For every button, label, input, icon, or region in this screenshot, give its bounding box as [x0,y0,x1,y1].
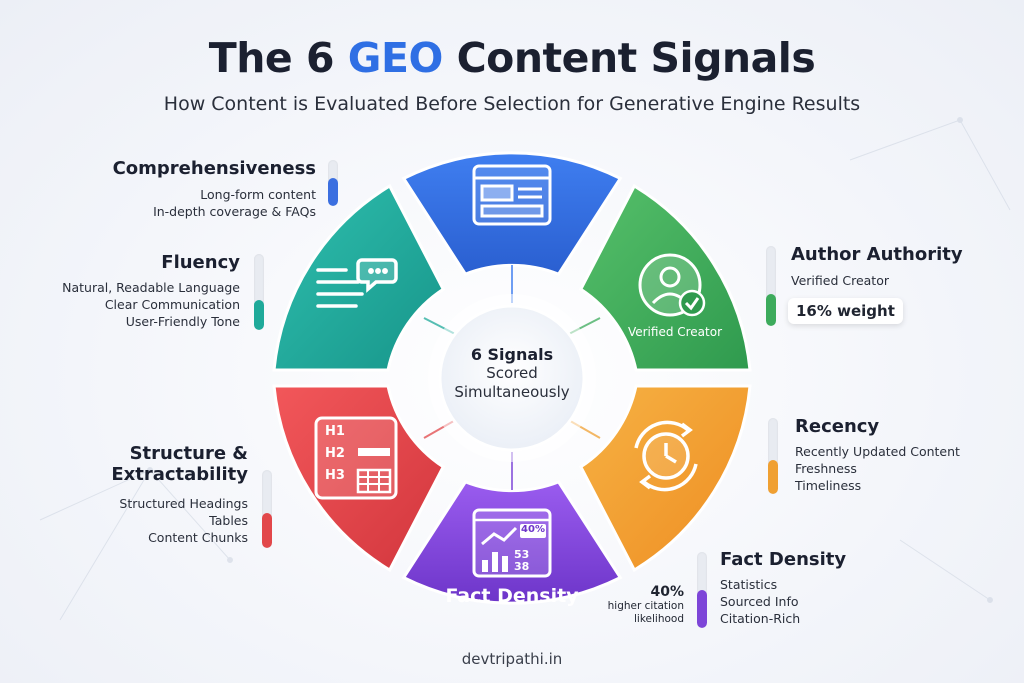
signal-title: Recency [795,416,880,437]
stat-value: 40% [650,584,684,600]
signal-line: Clear Communication [104,297,240,312]
heading-h2-label: H2 [325,446,345,461]
signal-title-line1: Structure & [129,443,248,464]
page-subtitle: How Content is Evaluated Before Selectio… [163,93,861,115]
signal-line: Freshness [795,461,857,476]
signal-line: In-depth coverage & FAQs [153,204,316,219]
comprehensiveness-gauge [328,160,338,206]
signal-title-line2: Extractability [111,464,248,485]
center-hub [438,304,586,452]
heading-h3-label: H3 [325,468,345,483]
fluency-gauge [254,254,264,330]
stats-dashboard-icon [472,508,552,578]
fact-card-value1: 40% [521,524,545,535]
signal-title: Comprehensiveness [112,158,316,179]
stat-line: higher citation [607,600,684,612]
signal-author-authority: Author Authority Verified Creator [791,244,991,289]
heading-h1-label: H1 [325,424,345,439]
fact-card-value2: 53 [514,548,530,561]
fact-density-gauge [697,552,707,628]
signal-recency: Recency Recently Updated Content Freshne… [795,416,995,494]
signal-line: Long-form content [200,187,316,202]
fact-density-stat: 40% higher citation likelihood [592,584,684,626]
signal-line: Statistics [720,577,778,592]
signal-title: Fact Density [720,549,847,570]
segment-author-authority [578,183,752,372]
signal-line: Timeliness [795,478,862,493]
page-title: The 6 GEO Content Signals [208,34,816,82]
verified-user-icon [638,253,706,317]
headings-table-icon [314,416,398,500]
stat-line: likelihood [633,613,684,625]
signal-line: Sourced Info [720,594,799,609]
signal-line: Verified Creator [791,273,889,288]
text-chat-icon [316,258,398,308]
signal-line: Citation-Rich [720,611,801,626]
signal-line: Recently Updated Content [795,444,960,459]
browser-window-icon [472,164,552,226]
footer-site: devtripathi.in [461,650,563,668]
signal-line: User-Friendly Tone [125,314,240,329]
clock-refresh-icon [634,420,698,492]
signal-fluency: Fluency Natural, Readable Language Clear… [40,252,240,330]
fact-card-value3: 38 [514,560,530,573]
weight-badge: 16% weight [788,298,903,324]
signal-title: Fluency [161,252,240,273]
fact-density-segment-label: Fact Density [445,585,579,607]
segment-fact-density [401,480,623,605]
signal-title: Author Authority [791,244,963,265]
recency-gauge [768,418,778,494]
segment-comprehensiveness [401,151,623,276]
center-line-2: Scored [486,364,538,382]
signal-line: Natural, Readable Language [62,280,240,295]
structure-gauge [262,470,272,548]
author-authority-gauge [766,246,776,326]
center-summary: 6 Signals Scored Simultaneously [432,345,592,402]
signal-line: Tables [209,513,248,528]
verified-creator-badge: Verified Creator [627,325,723,339]
signal-line: Content Chunks [148,530,248,545]
signal-fact-density: Fact Density Statistics Sourced Info Cit… [720,549,920,627]
center-title: 6 Signals [470,345,554,364]
signal-line: Structured Headings [119,496,248,511]
signal-structure-extractability: Structure & Extractability Structured He… [60,443,248,546]
center-line-3: Simultaneously [454,383,570,401]
signal-comprehensiveness: Comprehensiveness Long-form content In-d… [70,158,316,220]
